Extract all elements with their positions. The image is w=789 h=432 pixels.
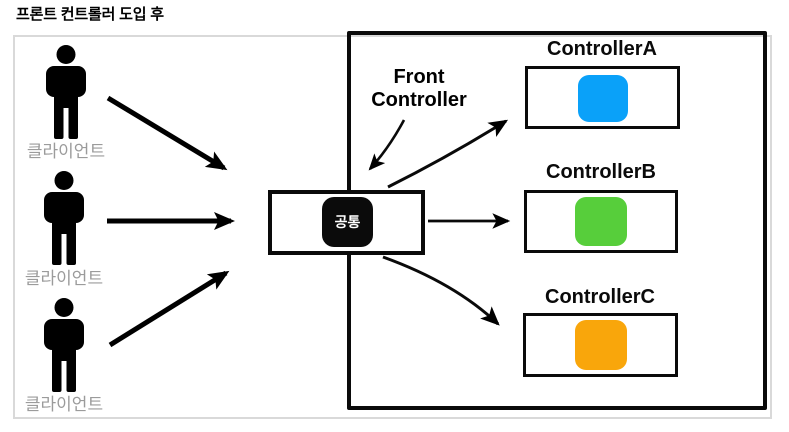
controller-a-square	[578, 75, 628, 122]
person-icon	[46, 45, 86, 139]
controller-a-label: ControllerA	[547, 38, 657, 60]
page-title: 프론트 컨트롤러 도입 후	[16, 6, 164, 23]
client-label: 클라이언트	[24, 395, 104, 414]
person-icon	[44, 171, 84, 265]
controller-b-label: ControllerB	[546, 161, 656, 183]
client-label: 클라이언트	[26, 142, 106, 161]
controller-c-square	[575, 320, 627, 370]
controller-c-label: ControllerC	[545, 286, 655, 308]
common-badge: 공통	[322, 197, 373, 247]
controller-b-square	[575, 197, 627, 246]
client-label: 클라이언트	[24, 269, 104, 288]
front-controller-annotation: Front Controller	[371, 66, 467, 111]
person-icon	[44, 298, 84, 392]
